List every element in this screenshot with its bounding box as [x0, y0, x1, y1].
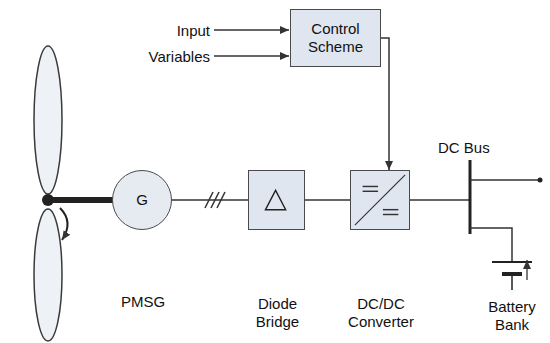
box-text: G — [136, 191, 148, 209]
dc-bus-bar — [469, 160, 472, 234]
converter-diagonal — [355, 175, 405, 225]
block-box: Control Scheme — [290, 9, 381, 67]
bus-feed — [410, 199, 470, 201]
turbine-blades — [34, 46, 62, 341]
dc-mark — [383, 214, 398, 215]
connector — [305, 199, 350, 201]
part-label: DC Bus — [438, 139, 508, 157]
box-text-wrap: G — [113, 171, 171, 229]
block-caption: DC/DC Converter — [336, 295, 426, 331]
part-label: Battery Bank — [476, 298, 548, 334]
signal-label: Input Variables — [140, 18, 210, 70]
battery-wire — [470, 228, 512, 262]
input-arrow — [214, 55, 289, 57]
dc-mark — [363, 191, 378, 192]
box-text: Control Scheme — [291, 20, 380, 56]
connector — [172, 199, 248, 201]
bus-output — [470, 179, 538, 181]
diode-triangle — [266, 190, 286, 209]
block-box: DC/DC Converter — [350, 170, 410, 230]
output-terminal — [538, 178, 543, 183]
connector — [381, 38, 389, 170]
block-caption: PMSG — [108, 293, 178, 311]
block-caption: Diode Bridge — [245, 295, 311, 331]
block-box: Diode Bridge — [248, 170, 305, 230]
dc-mark — [363, 186, 378, 187]
generator-circle: GPMSG — [112, 170, 172, 230]
battery-symbol — [492, 260, 532, 290]
rotation-arrow — [60, 208, 68, 240]
hub — [42, 194, 54, 206]
converter-symbol — [351, 171, 409, 229]
shaft — [48, 197, 113, 203]
box-text-wrap: Control Scheme — [291, 10, 380, 66]
diode-symbol — [249, 171, 304, 229]
dc-mark — [383, 209, 398, 210]
input-arrow — [214, 29, 289, 31]
